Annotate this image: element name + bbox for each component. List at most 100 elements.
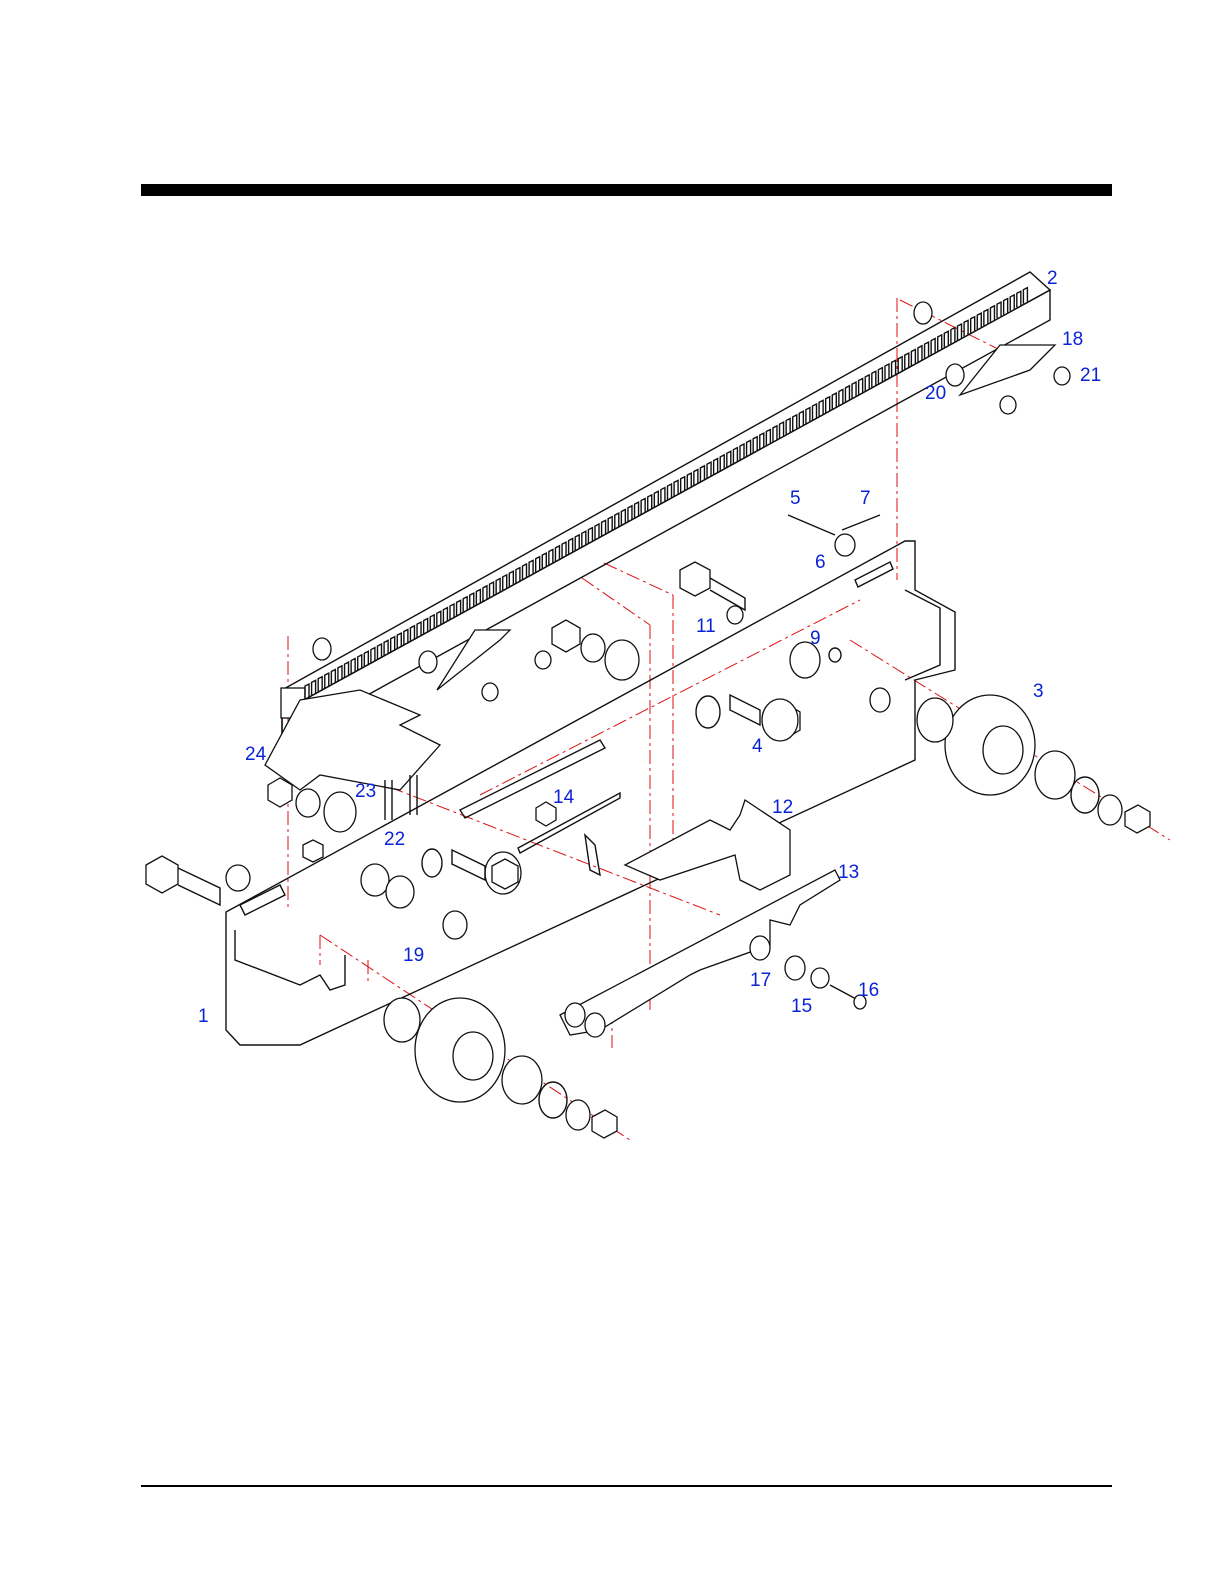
rack-tooth: [681, 477, 685, 493]
label-14: 14: [553, 787, 575, 808]
rack-tooth: [529, 560, 533, 576]
label-20: 20: [925, 383, 946, 404]
rack-tooth: [793, 415, 797, 431]
label-7: 7: [860, 488, 871, 509]
rack-tooth: [490, 582, 494, 598]
rack-tooth: [799, 411, 803, 427]
rack-tooth: [964, 320, 968, 336]
label-17: 17: [750, 970, 771, 991]
rack-tooth: [997, 302, 1001, 318]
footer-rule: [141, 1485, 1112, 1487]
rack-tooth: [608, 517, 612, 533]
rack-tooth: [720, 455, 724, 471]
rack-tooth: [668, 484, 672, 500]
rack-tooth: [1010, 295, 1014, 311]
rack-tooth: [628, 506, 632, 522]
rack-tooth: [496, 579, 500, 595]
rack-tooth: [714, 459, 718, 475]
rack-tooth: [397, 633, 401, 649]
rack-tooth: [806, 408, 810, 424]
rack-tooth: [773, 426, 777, 442]
rack-tooth: [575, 535, 579, 551]
label-11: 11: [696, 616, 716, 637]
rack-tooth: [700, 466, 704, 482]
rack-tooth: [615, 513, 619, 529]
rack-tooth: [780, 422, 784, 438]
label-24: 24: [245, 744, 267, 765]
rack-tooth: [760, 433, 764, 449]
rack-tooth: [641, 499, 645, 515]
rack-tooth: [872, 371, 876, 387]
rack-tooth: [391, 637, 395, 653]
rack-tooth: [984, 309, 988, 325]
rack-tooth: [384, 640, 388, 656]
rack-tooth: [555, 546, 559, 562]
rack-tooth: [733, 448, 737, 464]
rack-tooth: [602, 520, 606, 536]
rack-tooth: [707, 462, 711, 478]
rack-tooth: [1004, 299, 1008, 315]
rack-tooth: [503, 575, 507, 591]
label-16: 16: [858, 980, 879, 1001]
rack-tooth: [404, 629, 408, 645]
rack-tooth: [621, 509, 625, 525]
label-19: 19: [403, 945, 424, 966]
rack-tooth: [938, 335, 942, 351]
rack-tooth: [476, 589, 480, 605]
rack-tooth: [674, 480, 678, 496]
rack-tooth: [958, 324, 962, 340]
rack-tooth: [417, 622, 421, 638]
rack-tooth: [971, 317, 975, 333]
wheel-right: [917, 695, 1150, 833]
rack-tooth: [813, 404, 817, 420]
rack-tooth: [865, 375, 869, 391]
rack-tooth: [892, 360, 896, 376]
rack-tooth: [437, 611, 441, 627]
rack-tooth: [371, 648, 375, 664]
rack-tooth: [898, 357, 902, 373]
rack-tooth: [523, 564, 527, 580]
rack-tooth: [542, 553, 546, 569]
rack-tooth: [852, 382, 856, 398]
rack-tooth: [944, 331, 948, 347]
rack-tooth: [549, 549, 553, 565]
rack-tooth: [443, 608, 447, 624]
rack-tooth: [457, 600, 461, 616]
rack-tooth: [378, 644, 382, 660]
label-12: 12: [772, 797, 793, 818]
rack-tooth: [661, 488, 665, 504]
rack-tooth: [832, 393, 836, 409]
rack-tooth: [931, 339, 935, 355]
label-22: 22: [384, 829, 405, 850]
rack-tooth: [483, 586, 487, 602]
rack-tooth: [430, 615, 434, 631]
rack-tooth: [694, 469, 698, 485]
rack-tooth: [819, 400, 823, 416]
rack-tooth: [977, 313, 981, 329]
rack-tooth: [1017, 291, 1021, 307]
hardware: [146, 302, 1070, 1037]
rack-tooth: [826, 397, 830, 413]
label-6: 6: [815, 552, 826, 573]
rack-tooth: [911, 349, 915, 365]
centerlines: [288, 298, 1170, 1140]
rack-tooth: [410, 626, 414, 642]
rack-tooth: [905, 353, 909, 369]
rack-tooth: [845, 386, 849, 402]
rack-tooth: [588, 528, 592, 544]
rack-tooth: [648, 495, 652, 511]
rack-tooth: [786, 419, 790, 435]
rack-tooth: [747, 440, 751, 456]
rack-tooth: [687, 473, 691, 489]
rack-tooth: [595, 524, 599, 540]
label-13: 13: [838, 862, 859, 883]
rack-tooth: [509, 571, 513, 587]
rack-tooth: [925, 342, 929, 358]
rack-tooth: [582, 531, 586, 547]
rack-tooth: [839, 389, 843, 405]
rack-tooth: [516, 568, 520, 584]
label-2: 2: [1047, 268, 1058, 289]
rack-tooth: [859, 379, 863, 395]
rack-tooth: [635, 502, 639, 518]
